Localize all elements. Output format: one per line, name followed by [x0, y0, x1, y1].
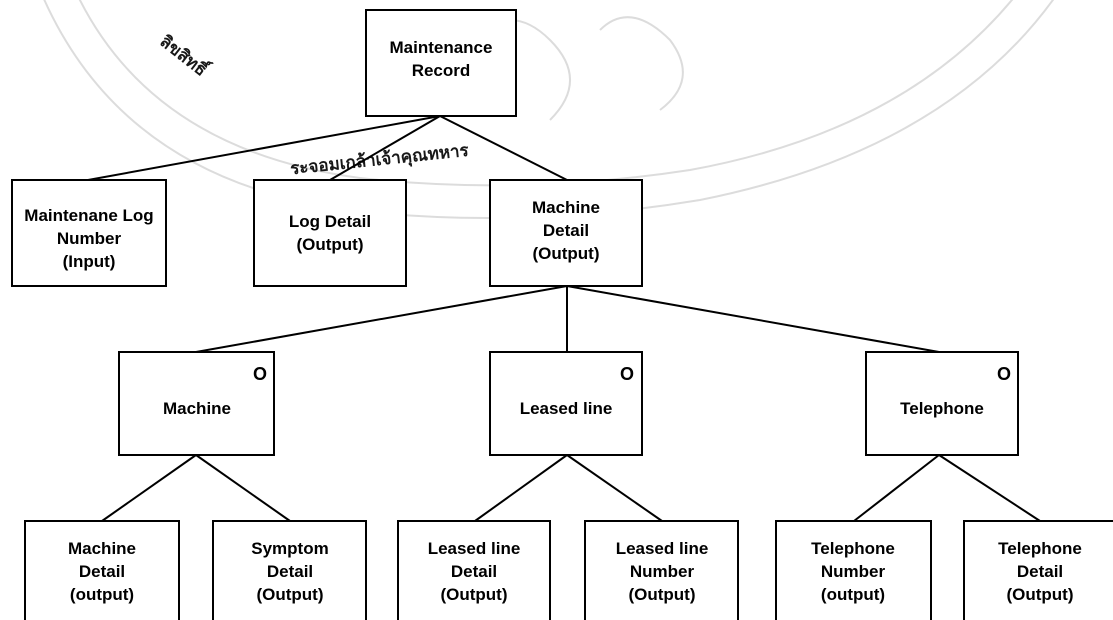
node-label-line: Detail [543, 221, 589, 240]
node-leased-line: O Leased line [489, 351, 643, 456]
node-label-line: (Output) [296, 235, 363, 254]
node-label-line: Leased line [520, 399, 613, 418]
connector-root-log-number [87, 115, 441, 181]
node-leased-line-detail: Leased line Detail (Output) [397, 520, 551, 620]
node-label-line: Leased line [428, 539, 521, 558]
node-label-line: Maintenane Log [24, 206, 153, 225]
connector-telephone-number [853, 454, 940, 522]
connector-machine-detail-telephone [566, 285, 940, 353]
node-label-line: Detail [1017, 562, 1063, 581]
watermark-lower-text: ระจอมเกล้าเจ้าคุณทหาร [289, 141, 470, 180]
connector-machine-detail-machine [195, 285, 568, 353]
node-label-line: Machine [532, 198, 600, 217]
connector-machine-machine-detail-out [101, 454, 197, 522]
selection-marker: O [253, 364, 267, 384]
node-label-line: (Output) [628, 585, 695, 604]
node-label-line: (Input) [63, 252, 116, 271]
node-leased-line-number: Leased line Number (Output) [584, 520, 739, 620]
selection-marker: O [620, 364, 634, 384]
node-machine-detail-output: Machine Detail (output) [24, 520, 180, 620]
node-label-line: Log Detail [289, 212, 371, 231]
node-label-line: (output) [70, 585, 134, 604]
watermark-upper-text: ลิขสิทธิ์ [156, 28, 214, 81]
connectors [87, 115, 1041, 522]
node-label-line: Number [57, 229, 122, 248]
connector-leased-line-number [566, 454, 663, 522]
node-label-line: Detail [267, 562, 313, 581]
node-label-line: (Output) [1006, 585, 1073, 604]
node-label-line: (Output) [256, 585, 323, 604]
connector-telephone-detail [938, 454, 1041, 522]
node-label-line: Maintenance [390, 38, 493, 57]
node-label-line: Telephone [998, 539, 1082, 558]
node-machine: O Machine [118, 351, 275, 456]
connector-machine-symptom-detail [195, 454, 291, 522]
selection-marker: O [997, 364, 1011, 384]
connector-root-machine-detail [439, 115, 568, 181]
node-machine-detail: Machine Detail (Output) [489, 179, 643, 287]
node-label-line: Telephone [811, 539, 895, 558]
node-label-line: Telephone [900, 399, 984, 418]
connector-root-log-detail [329, 115, 441, 181]
node-label-line: Machine [163, 399, 231, 418]
node-label-line: (Output) [440, 585, 507, 604]
node-label-line: (output) [821, 585, 885, 604]
node-label-line: Machine [68, 539, 136, 558]
node-label-line: Leased line [616, 539, 709, 558]
node-symptom-detail: Symptom Detail (Output) [212, 520, 367, 620]
node-maintenance-log-number: Maintenane Log Number (Input) [11, 179, 167, 287]
node-label-line: Symptom [251, 539, 328, 558]
connector-leased-line-detail [474, 454, 568, 522]
node-label-line: (Output) [532, 244, 599, 263]
node-log-detail: Log Detail (Output) [253, 179, 407, 287]
node-label-line: Record [412, 61, 471, 80]
node-label-line: Detail [79, 562, 125, 581]
node-label-line: Number [821, 562, 886, 581]
node-label-line: Number [630, 562, 695, 581]
node-telephone-number: Telephone Number (output) [775, 520, 932, 620]
node-telephone: O Telephone [865, 351, 1019, 456]
node-telephone-detail: Telephone Detail (Output) [963, 520, 1113, 620]
node-label-line: Detail [451, 562, 497, 581]
node-maintenance-record: Maintenance Record [365, 9, 517, 117]
